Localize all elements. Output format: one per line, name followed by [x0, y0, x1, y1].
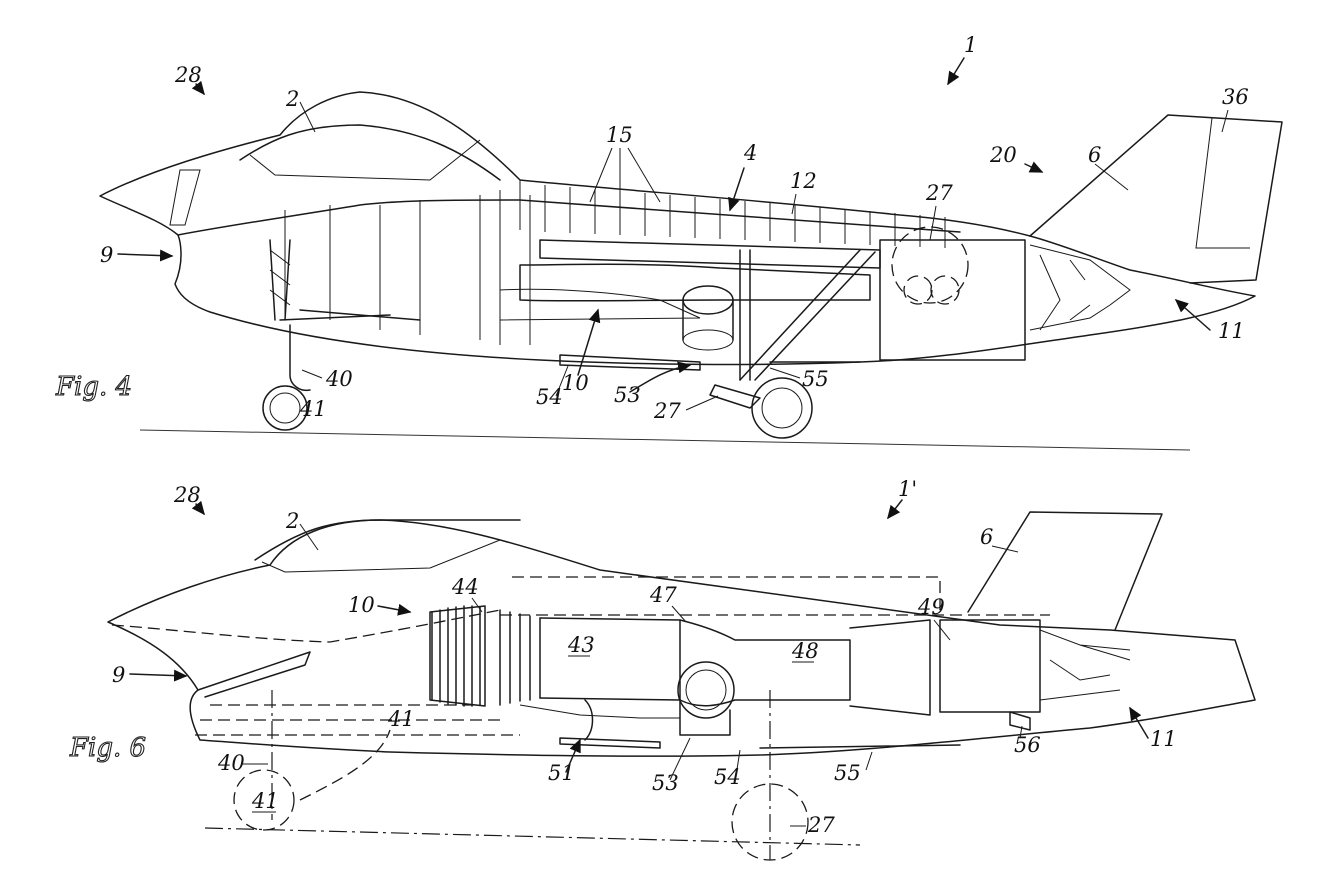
- label-6: 6: [980, 525, 993, 549]
- figure-6-aircraft: [107, 511, 1256, 861]
- label-10: 10: [348, 593, 375, 617]
- label-53: 53: [652, 771, 679, 795]
- label-36: 36: [1222, 85, 1249, 109]
- label-53: 53: [614, 383, 641, 407]
- figure-4-labels: 1 28 2 15 4 12 20 6 36 27 9 11 10 40 41 …: [54, 33, 1249, 423]
- label-15: 15: [606, 123, 633, 147]
- label-56: 56: [1014, 733, 1041, 757]
- label-2: 2: [285, 87, 299, 111]
- label-54: 54: [714, 765, 741, 789]
- label-11: 11: [1150, 727, 1177, 751]
- label-20: 20: [989, 143, 1017, 167]
- label-1: 1: [964, 33, 977, 57]
- label-9: 9: [112, 663, 125, 687]
- label-40: 40: [325, 367, 353, 391]
- label-55: 55: [834, 761, 861, 785]
- label-40: 40: [217, 751, 245, 775]
- label-27-engine: 27: [925, 181, 953, 205]
- label-10: 10: [562, 371, 589, 395]
- label-9: 9: [100, 243, 113, 267]
- label-49: 49: [917, 595, 945, 619]
- label-6: 6: [1088, 143, 1101, 167]
- label-1prime: 1': [898, 477, 917, 501]
- label-28: 28: [174, 63, 202, 87]
- label-44: 44: [451, 575, 479, 599]
- label-12: 12: [790, 169, 817, 193]
- label-27-gear: 27: [653, 399, 681, 423]
- figure-4-aircraft: [99, 91, 1283, 451]
- label-4: 4: [743, 141, 757, 165]
- label-2: 2: [285, 509, 299, 533]
- label-41-door: 41: [387, 707, 415, 731]
- label-11: 11: [1218, 319, 1245, 343]
- label-27: 27: [807, 813, 835, 837]
- label-47: 47: [649, 583, 677, 607]
- label-55: 55: [802, 367, 829, 391]
- label-48: 48: [791, 639, 819, 663]
- label-41: 41: [299, 397, 327, 421]
- label-41-wheel: 41: [251, 789, 279, 813]
- label-28: 28: [173, 483, 201, 507]
- fig-4-caption: Fig. 4: [55, 372, 132, 402]
- label-51: 51: [548, 761, 575, 785]
- figure-6-labels: 1' 28 2 6 49 10 44 47 43 48 9 11 51 53 5…: [68, 477, 1177, 837]
- fig-6-caption: Fig. 6: [69, 733, 146, 763]
- label-43: 43: [567, 633, 595, 657]
